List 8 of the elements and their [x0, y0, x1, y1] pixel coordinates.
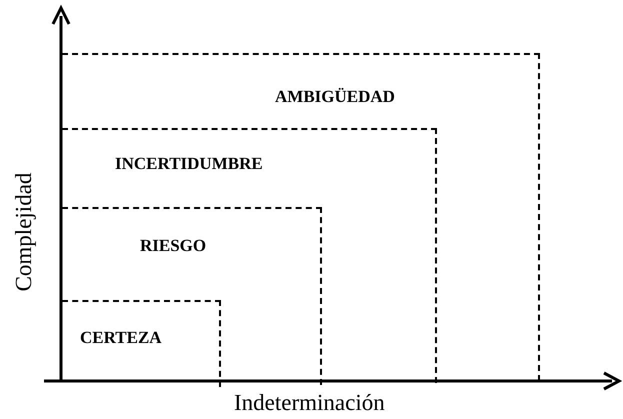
- y-axis-label: Complejidad: [11, 172, 37, 292]
- x-axis-label: Indeterminación: [234, 390, 385, 416]
- region-label: AMBIGÜEDAD: [275, 87, 395, 107]
- dashed-region: [62, 300, 221, 387]
- region-label: RIESGO: [140, 236, 206, 256]
- dashed-region: [62, 207, 322, 385]
- region-label: CERTEZA: [80, 328, 162, 348]
- region-label: INCERTIDUMBRE: [115, 154, 263, 174]
